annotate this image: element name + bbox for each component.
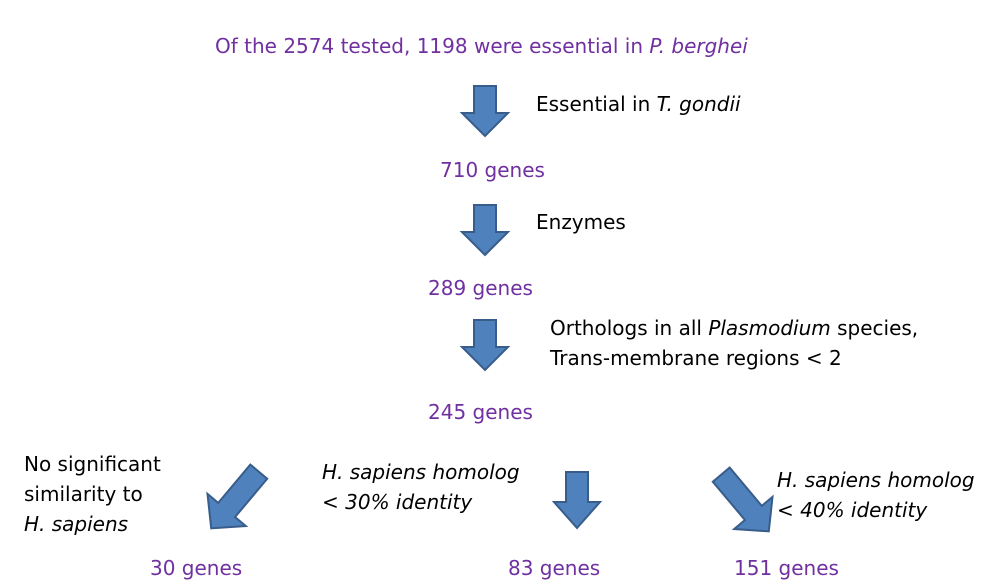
down-arrow-2 (459, 204, 511, 257)
filter-3-prefix: Orthologs in all (550, 316, 709, 340)
header-prefix: Of the 2574 tested, 1198 were essential … (215, 34, 650, 58)
branch-left-line3: H. sapiens (24, 512, 129, 536)
branch-right-line1: H. sapiens homolog (777, 468, 975, 492)
filter-1-prefix: Essential in (536, 92, 657, 116)
diagonal-arrow-left (206, 463, 269, 530)
result-289: 289 genes (428, 276, 533, 300)
filter-3-suffix: species, (830, 316, 919, 340)
branch-right-line2: < 40% identity (777, 498, 928, 522)
result-151: 151 genes (734, 556, 839, 580)
result-30: 30 genes (150, 556, 243, 580)
filter-label-3-line2: Trans-membrane regions < 2 (550, 346, 842, 370)
diagonal-arrow-right (711, 466, 774, 533)
result-245: 245 genes (428, 400, 533, 424)
filter-label-1: Essential in T. gondii (536, 92, 741, 116)
header-species: P. berghei (649, 34, 748, 58)
down-arrow-3 (459, 319, 511, 372)
filter-1-species: T. gondii (656, 92, 741, 116)
branch-middle-line1: H. sapiens homolog (322, 460, 520, 484)
branch-left-line1: No significant (24, 452, 161, 476)
filter-label-2: Enzymes (536, 210, 626, 234)
branch-middle-line2: < 30% identity (322, 490, 473, 514)
header-text: Of the 2574 tested, 1198 were essential … (215, 34, 748, 58)
filter-3-genus: Plasmodium (708, 316, 831, 340)
down-arrow-branch-middle (551, 471, 603, 530)
branch-left-line2: similarity to (24, 482, 143, 506)
down-arrow-1 (459, 85, 511, 138)
result-83: 83 genes (508, 556, 601, 580)
filter-label-3-line1: Orthologs in all Plasmodium species, (550, 316, 918, 340)
result-710: 710 genes (440, 158, 545, 182)
